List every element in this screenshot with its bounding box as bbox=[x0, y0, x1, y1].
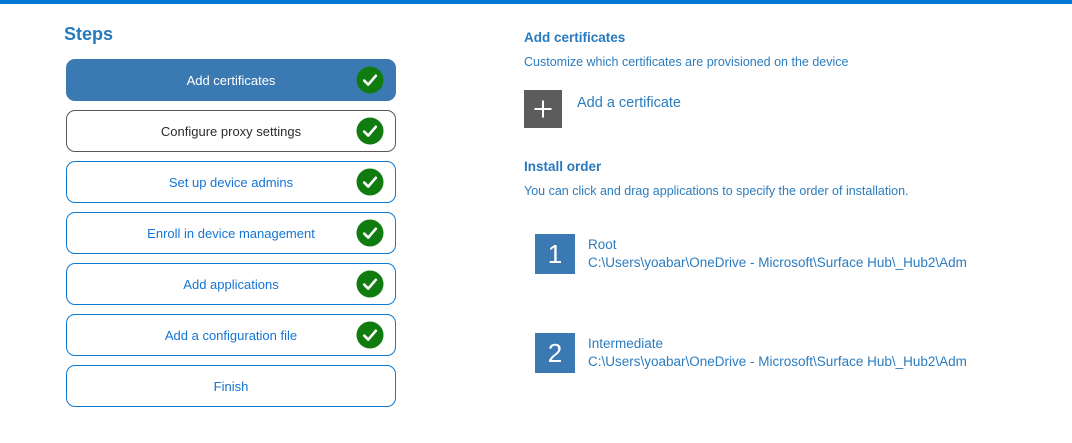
add-certificate-row: Add a certificate bbox=[524, 90, 1072, 128]
steps-panel-title: Steps bbox=[64, 24, 114, 44]
install-item-text: Intermediate C:\Users\yoabar\OneDrive - … bbox=[588, 335, 967, 371]
certificate-path: C:\Users\yoabar\OneDrive - Microsoft\Sur… bbox=[588, 255, 967, 270]
step-enroll-in-device-management[interactable]: Enroll in device management bbox=[66, 212, 396, 254]
order-number-badge: 2 bbox=[535, 333, 575, 373]
install-order-description: You can click and drag applications to s… bbox=[524, 184, 909, 198]
top-accent-bar bbox=[0, 0, 1072, 4]
section-subtitle: Customize which certificates are provisi… bbox=[524, 55, 849, 69]
check-icon bbox=[356, 168, 384, 196]
step-add-certificates[interactable]: Add certificates bbox=[66, 59, 396, 101]
certificate-name: Root bbox=[588, 237, 617, 252]
step-label: Add certificates bbox=[186, 72, 276, 88]
step-configure-proxy-settings[interactable]: Configure proxy settings bbox=[66, 110, 396, 152]
step-add-applications[interactable]: Add applications bbox=[66, 263, 396, 305]
step-label: Add applications bbox=[183, 276, 279, 292]
install-item-text: Root C:\Users\yoabar\OneDrive - Microsof… bbox=[588, 236, 967, 272]
certificate-path: C:\Users\yoabar\OneDrive - Microsoft\Sur… bbox=[588, 354, 967, 369]
check-icon bbox=[356, 321, 384, 349]
step-label: Configure proxy settings bbox=[160, 123, 302, 139]
check-icon bbox=[356, 117, 384, 145]
check-icon bbox=[356, 219, 384, 247]
step-add-a-configuration-file[interactable]: Add a configuration file bbox=[66, 314, 396, 356]
certificate-name: Intermediate bbox=[588, 336, 664, 351]
step-finish[interactable]: Finish bbox=[66, 365, 396, 407]
check-icon bbox=[356, 66, 384, 94]
step-label: Finish bbox=[213, 378, 249, 394]
check-icon bbox=[356, 270, 384, 298]
install-order-title: Install order bbox=[524, 159, 602, 174]
install-item-intermediate[interactable]: 2 Intermediate C:\Users\yoabar\OneDrive … bbox=[535, 333, 1072, 373]
step-set-up-device-admins[interactable]: Set up device admins bbox=[66, 161, 396, 203]
plus-icon bbox=[532, 98, 554, 120]
step-label: Add a configuration file bbox=[164, 327, 298, 343]
order-number-badge: 1 bbox=[535, 234, 575, 274]
add-certificate-button[interactable] bbox=[524, 90, 562, 128]
install-item-root[interactable]: 1 Root C:\Users\yoabar\OneDrive - Micros… bbox=[535, 234, 1072, 274]
add-certificate-label: Add a certificate bbox=[577, 95, 681, 111]
step-label: Set up device admins bbox=[168, 174, 294, 190]
section-title: Add certificates bbox=[524, 30, 626, 45]
steps-panel: Steps Add certificates Configure proxy s… bbox=[64, 24, 396, 416]
step-label: Enroll in device management bbox=[147, 225, 315, 241]
content-panel: Add certificates Customize which certifi… bbox=[524, 30, 1072, 373]
